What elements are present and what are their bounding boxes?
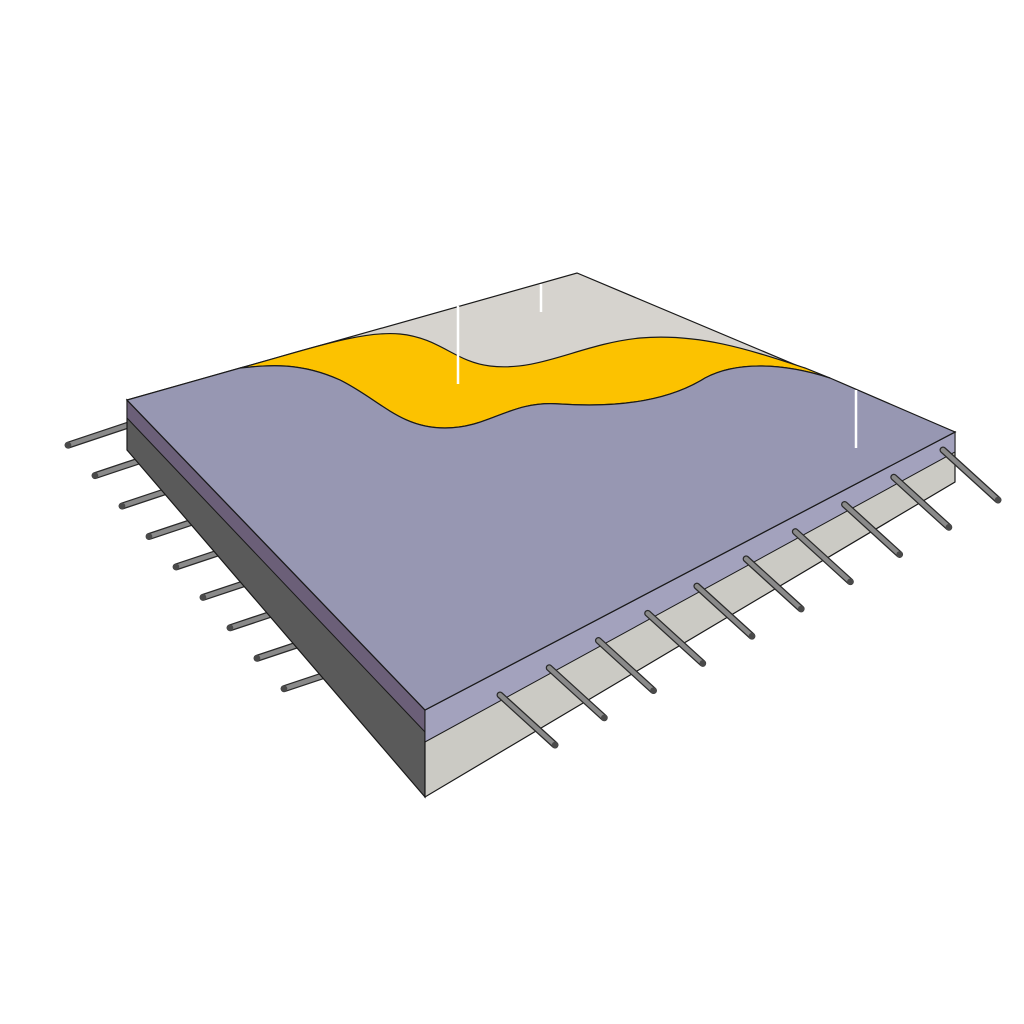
rebar-rod bbox=[841, 500, 904, 558]
rebar-rod bbox=[594, 637, 657, 695]
front-edge-rods bbox=[496, 446, 1002, 749]
rebar-rod bbox=[644, 609, 707, 667]
rebar-rod bbox=[742, 555, 805, 613]
top-membrane bbox=[125, 365, 957, 711]
rebar-rod bbox=[890, 473, 953, 531]
rebar-rod bbox=[545, 664, 608, 722]
rebar-rod bbox=[693, 582, 756, 640]
rebar-rod bbox=[791, 528, 854, 586]
rebar-rod bbox=[939, 446, 1002, 504]
rebar-rod bbox=[496, 691, 559, 749]
surface-seam-marks bbox=[456, 284, 858, 448]
